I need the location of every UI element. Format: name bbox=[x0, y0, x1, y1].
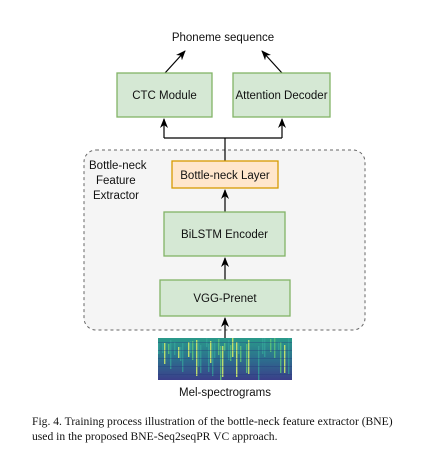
attention-decoder-label: Attention Decoder bbox=[235, 90, 327, 102]
bilstm-encoder-label: BiLSTM Encoder bbox=[181, 229, 268, 241]
bne-group-label: Bottle-neck Feature Extractor bbox=[89, 160, 150, 202]
arrow-attention-to-output bbox=[261, 50, 283, 74]
caption-line-1: Fig. 4. Training process illustration of… bbox=[32, 415, 393, 428]
ctc-module-box bbox=[116, 72, 213, 118]
mel-spectrogram-image bbox=[158, 338, 292, 380]
vgg-prenet-label: VGG-Prenet bbox=[193, 293, 257, 305]
attention-decoder-box bbox=[232, 72, 331, 118]
bottleneck-layer-label: Bottle-neck Layer bbox=[180, 170, 270, 182]
arrow-ctc-to-output bbox=[164, 50, 186, 74]
ctc-module-label: CTC Module bbox=[132, 90, 197, 102]
bottleneck-layer-box bbox=[171, 160, 279, 189]
figure-caption: Fig. 4. Training process illustration of… bbox=[32, 414, 432, 444]
output-label: Phoneme sequence bbox=[172, 32, 274, 44]
architecture-diagram: Bottle-neck Feature Extractor Phoneme se… bbox=[83, 32, 366, 399]
input-label: Mel-spectrograms bbox=[179, 387, 271, 399]
bilstm-encoder-box bbox=[163, 211, 286, 257]
caption-line-2: used in the proposed BNE-Seq2seqPR VC ap… bbox=[32, 430, 278, 443]
vgg-prenet-box bbox=[159, 279, 291, 317]
